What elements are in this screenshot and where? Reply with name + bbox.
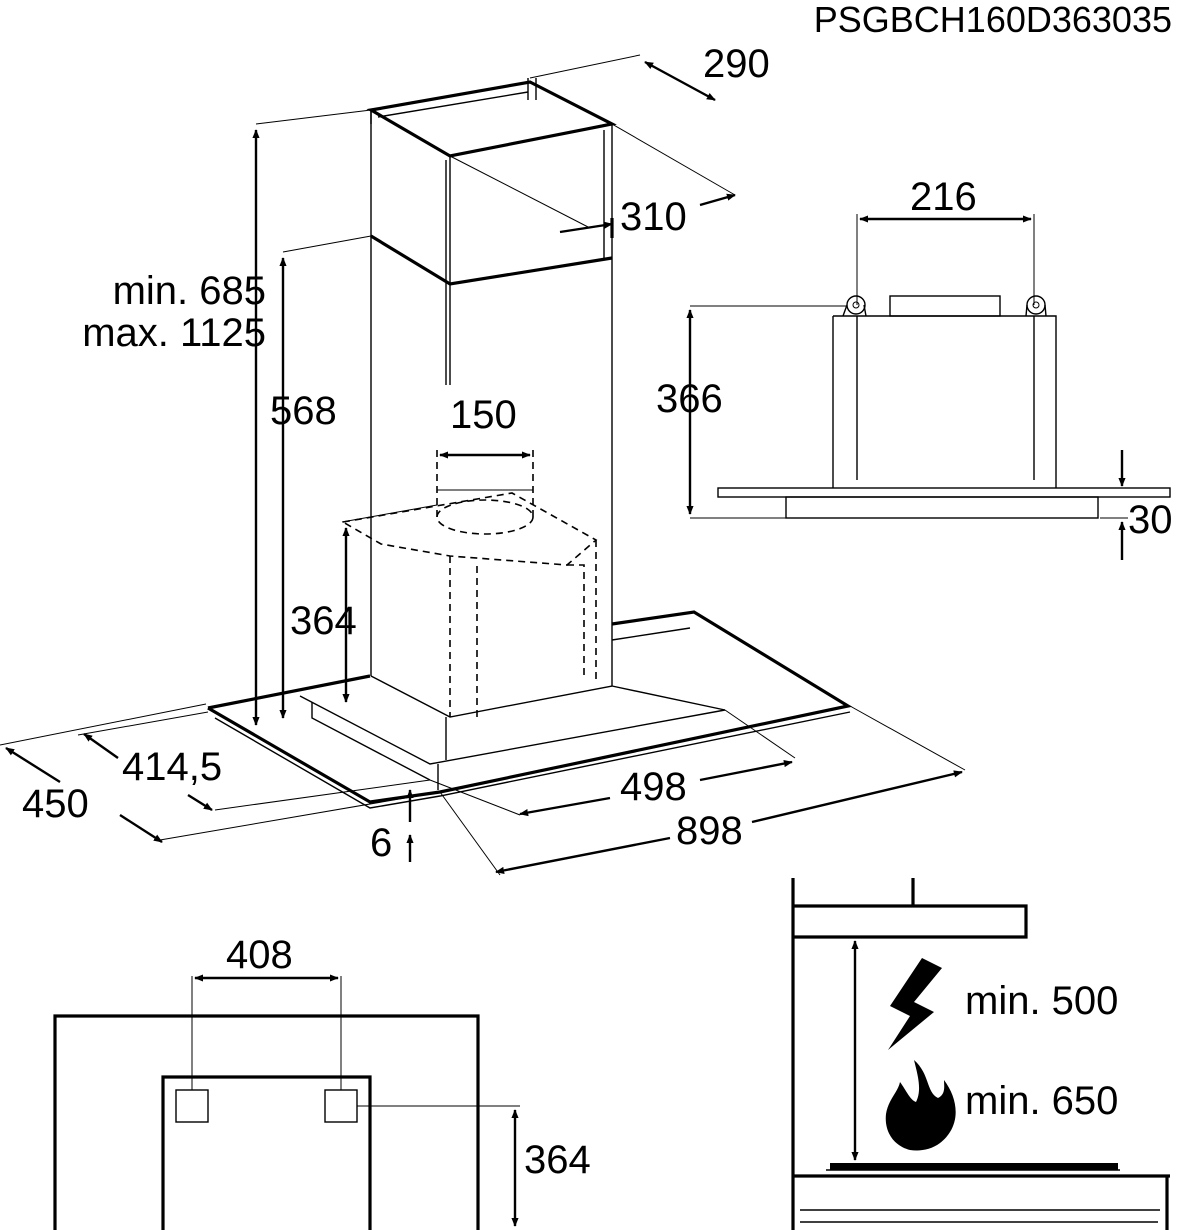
dim-hole-spacing: 216 bbox=[910, 175, 977, 219]
dim-height-max: max. 1125 bbox=[82, 311, 266, 355]
bracket-view bbox=[690, 214, 1171, 519]
dim-glass-thickness: 6 bbox=[370, 821, 392, 865]
dim-bracket-height: 366 bbox=[656, 377, 723, 421]
clearance-gas: min. 650 bbox=[965, 1079, 1118, 1123]
dim-body-width: 498 bbox=[620, 765, 687, 809]
dim-outlet-diameter: 150 bbox=[450, 393, 517, 437]
dim-chimney-width: 310 bbox=[620, 195, 687, 239]
dim-upper-chimney: 568 bbox=[270, 389, 337, 433]
main-dimension-lines bbox=[0, 54, 966, 876]
clearance-view bbox=[791, 878, 1170, 1230]
ceiling-dimension-arrows bbox=[194, 974, 519, 1227]
dim-height-min: min. 685 bbox=[113, 269, 266, 313]
dim-chimney-depth: 290 bbox=[703, 42, 770, 86]
dim-mount-spacing: 408 bbox=[226, 933, 293, 977]
clearance-electric: min. 500 bbox=[965, 979, 1118, 1023]
dim-glass-width: 898 bbox=[676, 809, 743, 853]
bracket-dimension-arrows bbox=[686, 215, 1126, 560]
dim-motor-height: 364 bbox=[290, 599, 357, 643]
main-hood-view bbox=[207, 78, 853, 809]
dim-glass-depth-inner: 414,5 bbox=[122, 745, 222, 789]
dim-glass-depth-outer: 450 bbox=[22, 782, 89, 826]
ceiling-mount-view bbox=[53, 976, 520, 1230]
dim-mount-height: 364 bbox=[524, 1138, 591, 1182]
model-code: PSGBCH160D363035 bbox=[814, 0, 1172, 40]
flame-icon bbox=[885, 1060, 956, 1151]
dim-glass-offset: 30 bbox=[1128, 498, 1173, 542]
lightning-bolt-icon bbox=[888, 958, 942, 1050]
main-dimension-arrows bbox=[5, 60, 963, 874]
